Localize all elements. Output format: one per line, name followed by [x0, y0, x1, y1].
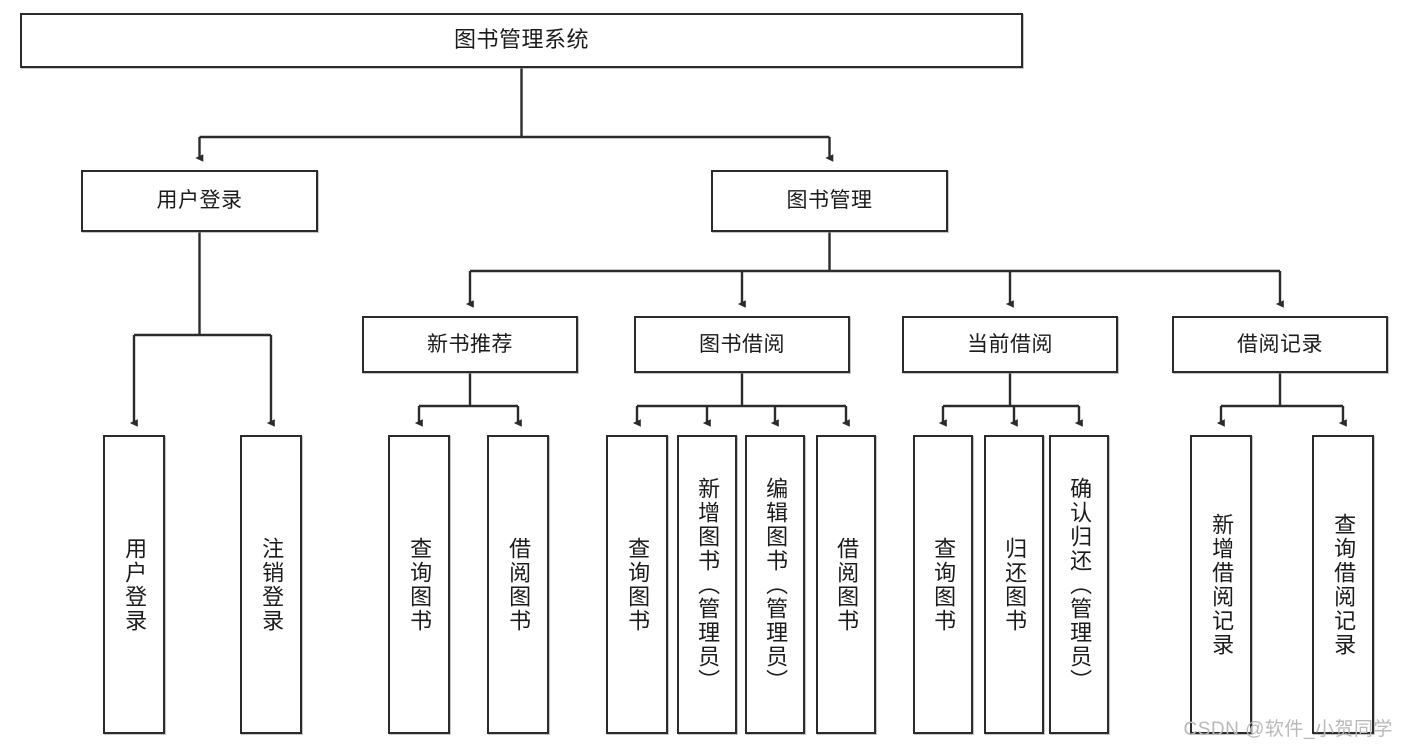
node-label: 查询借阅记录 [1331, 512, 1357, 657]
node-current-borrow[interactable]: 当前借阅 [902, 316, 1118, 373]
node-user-login[interactable]: 用户登录 [81, 170, 318, 232]
node-label: 当前借阅 [967, 332, 1053, 356]
node-leaf-confirm-return[interactable]: 确认归还（管理员） [1049, 435, 1109, 734]
node-label: 新书推荐 [427, 332, 513, 356]
node-leaf-return-book[interactable]: 归还图书 [984, 435, 1044, 734]
node-leaf-query-record[interactable]: 查询借阅记录 [1312, 435, 1374, 734]
node-label: 编辑图书（管理员） [763, 476, 789, 693]
node-new-book-rec[interactable]: 新书推荐 [362, 316, 578, 373]
node-book-mgmt[interactable]: 图书管理 [711, 170, 948, 232]
node-leaf-user-logout[interactable]: 注销登录 [240, 435, 302, 734]
node-label: 借阅图书 [506, 536, 532, 633]
node-label: 借阅记录 [1237, 332, 1323, 356]
node-leaf-borrow-book-2[interactable]: 借阅图书 [816, 435, 876, 734]
node-label: 用户登录 [122, 536, 148, 633]
node-leaf-query-book-3[interactable]: 查询图书 [913, 435, 973, 734]
node-label: 图书管理 [786, 189, 873, 213]
node-label: 图书借阅 [699, 332, 785, 356]
node-label: 注销登录 [259, 536, 285, 633]
node-root[interactable]: 图书管理系统 [20, 13, 1023, 68]
node-leaf-query-book-1[interactable]: 查询图书 [388, 435, 450, 734]
node-leaf-edit-book[interactable]: 编辑图书（管理员） [745, 435, 805, 734]
node-leaf-user-login[interactable]: 用户登录 [103, 435, 165, 734]
node-label: 查询图书 [625, 536, 651, 633]
node-label: 查询图书 [931, 536, 957, 633]
node-label: 借阅图书 [834, 536, 860, 633]
node-label: 查询图书 [407, 536, 433, 633]
node-label: 新增借阅记录 [1209, 512, 1235, 657]
node-leaf-borrow-book-1[interactable]: 借阅图书 [487, 435, 549, 734]
node-label: 图书管理系统 [453, 27, 589, 53]
node-book-borrow[interactable]: 图书借阅 [634, 316, 850, 373]
node-label: 新增图书（管理员） [695, 476, 721, 693]
node-label: 用户登录 [156, 189, 243, 213]
node-leaf-add-book[interactable]: 新增图书（管理员） [677, 435, 737, 734]
node-label: 归还图书 [1002, 536, 1028, 633]
node-leaf-query-book-2[interactable]: 查询图书 [606, 435, 668, 734]
node-borrow-record[interactable]: 借阅记录 [1172, 316, 1388, 373]
node-label: 确认归还（管理员） [1067, 476, 1093, 693]
node-leaf-add-record[interactable]: 新增借阅记录 [1190, 435, 1252, 734]
